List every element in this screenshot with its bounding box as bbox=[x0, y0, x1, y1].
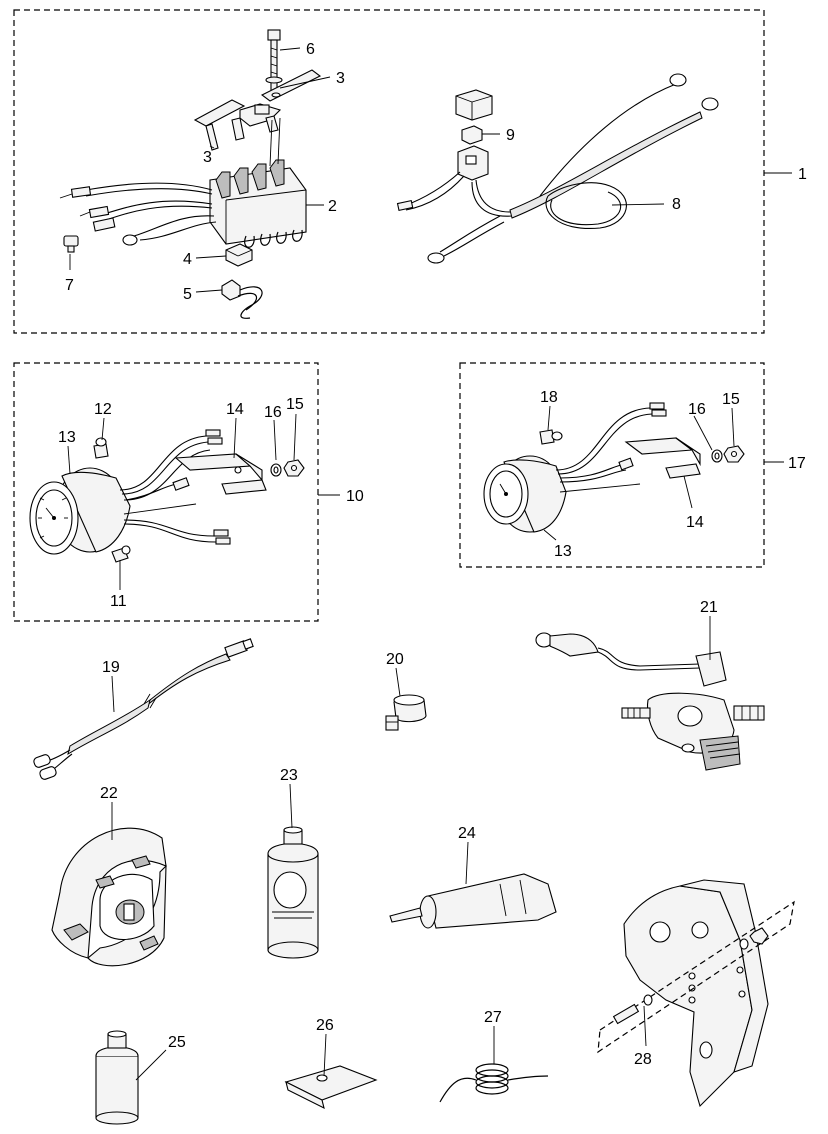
leader-line bbox=[289, 783, 293, 829]
leader-line bbox=[101, 417, 105, 441]
callout-6: 6 bbox=[306, 41, 315, 58]
leader-line bbox=[195, 255, 227, 259]
grease-tube-part bbox=[389, 873, 557, 929]
callout-2: 2 bbox=[328, 198, 337, 215]
gauge-wires bbox=[119, 429, 231, 545]
callout-14: 14 bbox=[686, 514, 704, 531]
cable-tie-part bbox=[221, 279, 263, 319]
callout-7: 7 bbox=[65, 277, 74, 294]
wire-harness-part bbox=[396, 73, 719, 264]
callout-13: 13 bbox=[554, 543, 572, 560]
leader-line bbox=[395, 667, 401, 697]
callout-20: 20 bbox=[386, 651, 404, 668]
callout-18: 18 bbox=[540, 389, 558, 406]
leader-line bbox=[611, 203, 665, 206]
regulator-wires bbox=[59, 182, 217, 246]
leader-line bbox=[643, 1005, 647, 1047]
callout-28: 28 bbox=[634, 1051, 652, 1068]
remote-control-part bbox=[535, 632, 765, 771]
leader-line bbox=[111, 675, 115, 713]
connector-part bbox=[457, 145, 489, 181]
callout-3: 3 bbox=[336, 70, 345, 87]
nut-part bbox=[723, 445, 745, 463]
callout-5: 5 bbox=[183, 286, 192, 303]
bracket-part bbox=[174, 453, 267, 495]
callout-1: 1 bbox=[798, 166, 807, 183]
oil-can-part bbox=[267, 826, 319, 959]
callout-3: 3 bbox=[203, 149, 212, 166]
callout-4: 4 bbox=[183, 251, 192, 268]
callout-19: 19 bbox=[102, 659, 120, 676]
callout-10: 10 bbox=[346, 488, 364, 505]
leader-line bbox=[273, 419, 277, 461]
group-box-17 bbox=[459, 362, 765, 568]
callout-24: 24 bbox=[458, 825, 476, 842]
gauge-meter-part bbox=[29, 467, 131, 555]
gauge-wires bbox=[555, 402, 667, 493]
extension-cord-part bbox=[33, 638, 254, 780]
bracket-part bbox=[624, 437, 701, 479]
spring-part bbox=[439, 1063, 549, 1103]
leader-line bbox=[693, 415, 713, 451]
callout-14: 14 bbox=[226, 401, 244, 418]
relay-part bbox=[455, 89, 493, 145]
rectifier-regulator-part bbox=[209, 117, 307, 248]
callout-12: 12 bbox=[94, 401, 112, 418]
callout-11: 11 bbox=[110, 593, 127, 610]
clutch-part bbox=[51, 827, 167, 967]
callout-15: 15 bbox=[286, 396, 304, 413]
leader-line bbox=[731, 407, 735, 447]
gauge-meter-part bbox=[483, 455, 567, 533]
callout-17: 17 bbox=[788, 455, 806, 472]
leader-line bbox=[195, 289, 223, 293]
grommet-part bbox=[63, 235, 79, 253]
group-box-1 bbox=[13, 9, 765, 334]
group-box-10 bbox=[13, 362, 319, 622]
washer-part bbox=[711, 449, 723, 463]
leader-line bbox=[233, 417, 237, 459]
bracket-assembly-part bbox=[597, 879, 795, 1108]
leader-line bbox=[67, 445, 71, 475]
callout-23: 23 bbox=[280, 767, 298, 784]
pad-part bbox=[284, 1065, 378, 1110]
callout-26: 26 bbox=[316, 1017, 334, 1034]
callout-22: 22 bbox=[100, 785, 118, 802]
small-bottle-part bbox=[95, 1030, 139, 1125]
callout-27: 27 bbox=[484, 1009, 502, 1026]
bulb-part bbox=[539, 429, 563, 445]
leader-line bbox=[135, 1049, 167, 1081]
bulb-part bbox=[111, 545, 131, 563]
leader-line bbox=[293, 413, 297, 461]
leader-line bbox=[209, 145, 215, 149]
leader-line bbox=[465, 841, 469, 885]
leader-line bbox=[547, 405, 551, 431]
callout-16: 16 bbox=[688, 401, 706, 418]
callout-13: 13 bbox=[58, 429, 76, 446]
callout-9: 9 bbox=[506, 127, 515, 144]
callout-15: 15 bbox=[722, 391, 740, 408]
leader-line bbox=[543, 529, 557, 541]
leader-line bbox=[683, 475, 693, 509]
leader-line bbox=[279, 76, 331, 89]
bolt-part bbox=[265, 29, 283, 93]
callout-16: 16 bbox=[264, 404, 282, 421]
nut-part bbox=[283, 459, 305, 477]
leader-line bbox=[279, 47, 301, 51]
callout-25: 25 bbox=[168, 1034, 186, 1051]
bracket-part bbox=[193, 99, 282, 151]
adapter-plug-part bbox=[385, 694, 427, 731]
bulb-part bbox=[93, 437, 109, 459]
washer-part bbox=[270, 463, 282, 477]
cap-part bbox=[225, 243, 253, 267]
leader-line bbox=[323, 1033, 327, 1077]
callout-21: 21 bbox=[700, 599, 718, 616]
callout-8: 8 bbox=[672, 196, 681, 213]
